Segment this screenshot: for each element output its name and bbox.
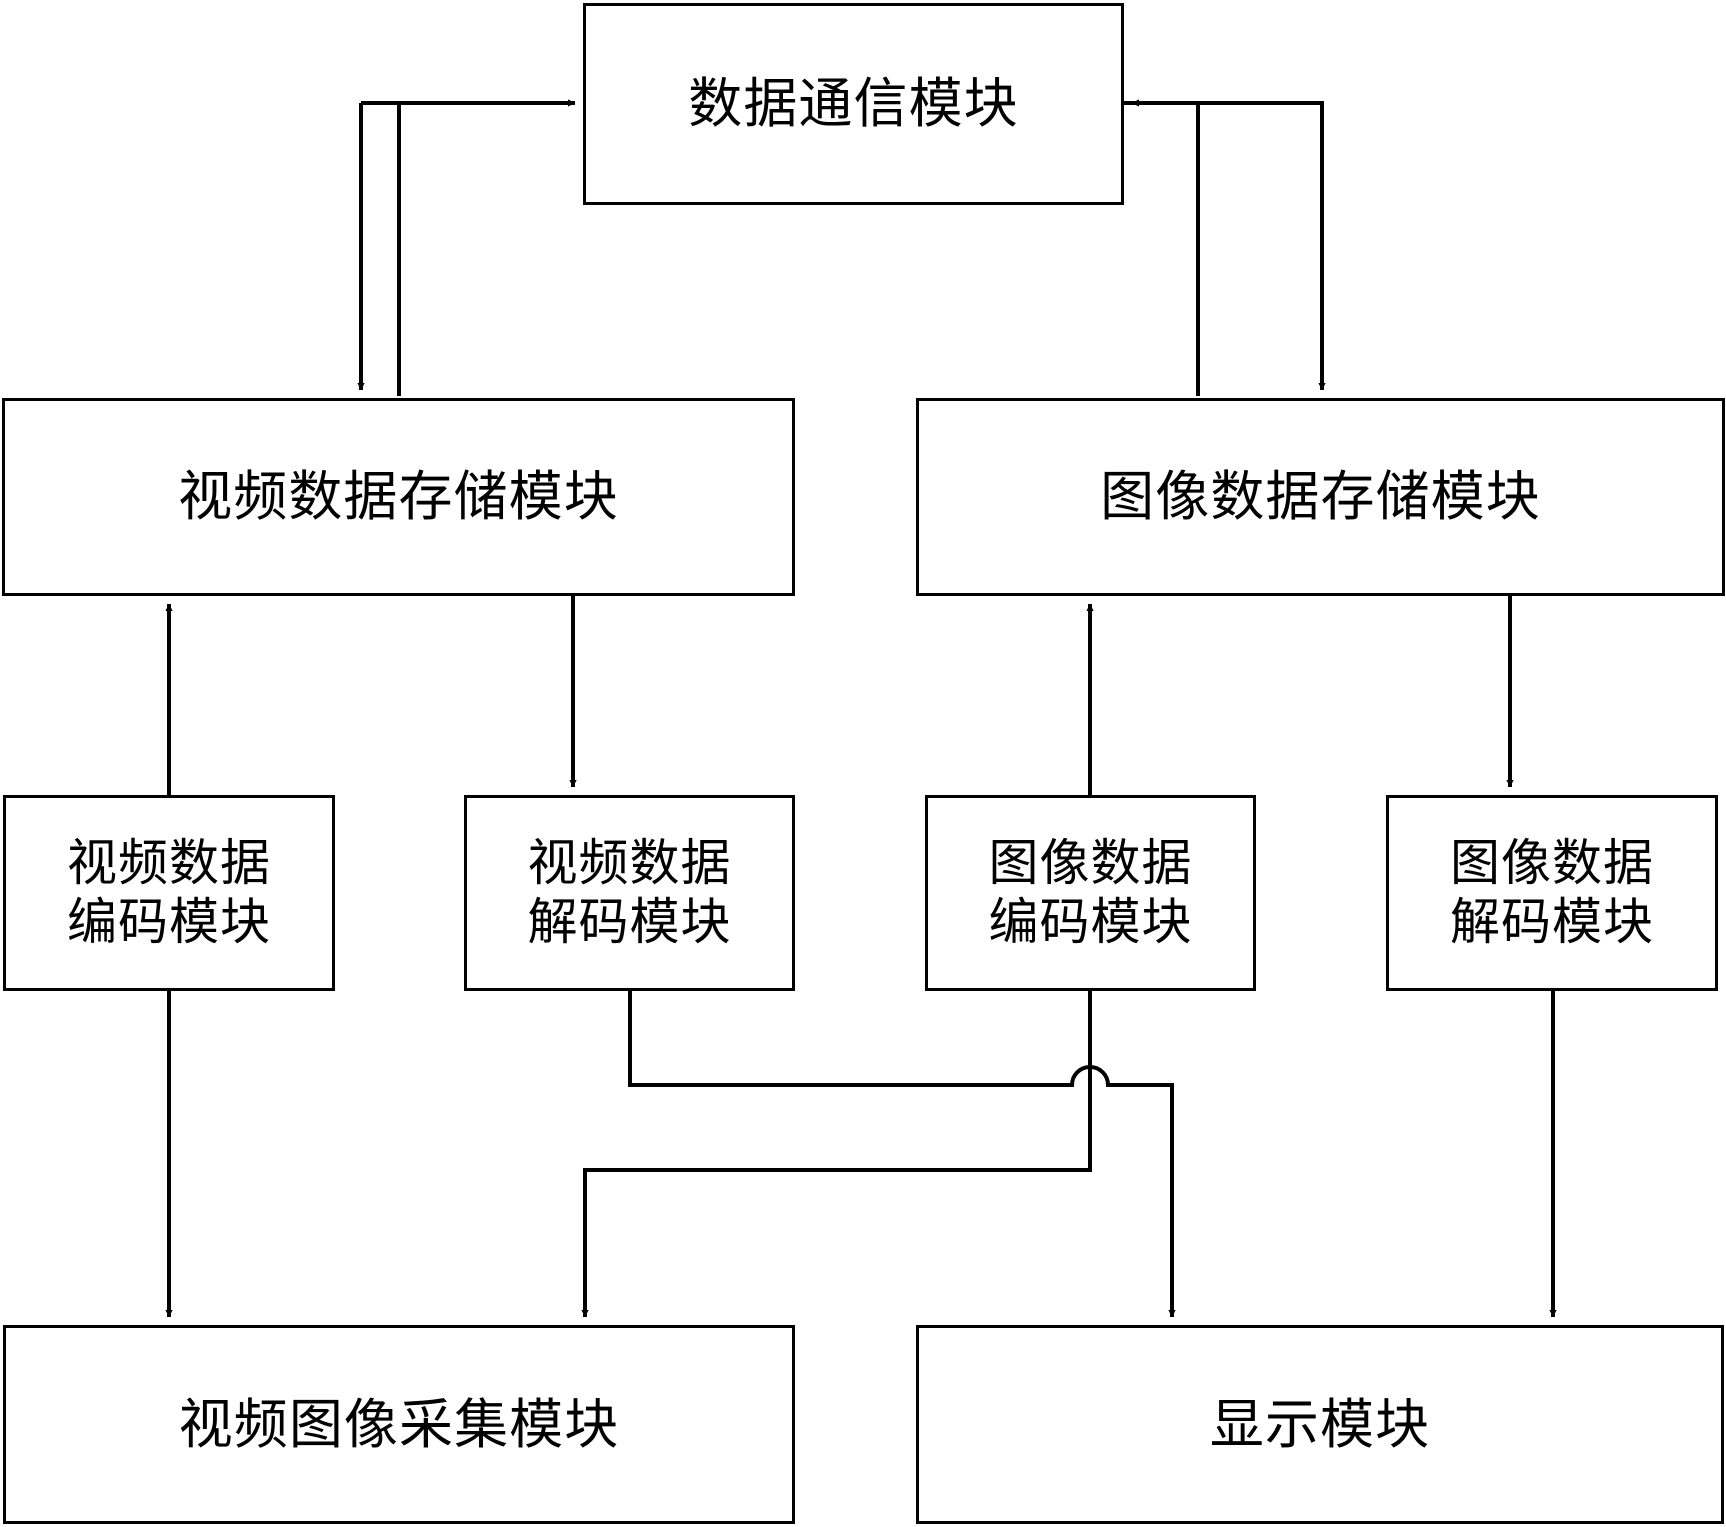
- node-image-data-decoding-module[interactable]: 图像数据 解码模块: [1386, 795, 1718, 991]
- node-label-data-communication-module: 数据通信模块: [688, 72, 1019, 136]
- node-label-display-module: 显示模块: [1209, 1392, 1431, 1456]
- node-video-image-acquisition-module[interactable]: 视频图像采集模块: [3, 1325, 795, 1524]
- node-video-data-storage-module[interactable]: 视频数据存储模块: [2, 398, 795, 596]
- node-video-data-decoding-module[interactable]: 视频数据 解码模块: [464, 795, 795, 991]
- node-data-communication-module[interactable]: 数据通信模块: [583, 3, 1124, 205]
- node-label-video-data-storage-module: 视频数据存储模块: [178, 465, 619, 529]
- node-label-image-data-decoding-module: 图像数据 解码模块: [1450, 834, 1654, 951]
- node-label-image-data-storage-module: 图像数据存储模块: [1100, 465, 1541, 529]
- node-image-data-storage-module[interactable]: 图像数据存储模块: [916, 398, 1725, 596]
- node-label-video-data-decoding-module: 视频数据 解码模块: [527, 834, 732, 951]
- node-display-module[interactable]: 显示模块: [916, 1325, 1724, 1524]
- edge-video-decoding-to-display: [628, 991, 1176, 1318]
- edge-video-storage-to-communication: [397, 99, 576, 396]
- node-video-data-encoding-module[interactable]: 视频数据 编码模块: [3, 795, 335, 991]
- node-label-video-data-encoding-module: 视频数据 编码模块: [67, 834, 271, 951]
- edge-image-encoding-to-acquisition: [581, 991, 1092, 1318]
- edge-communication-to-image-storage: [1124, 101, 1326, 391]
- node-image-data-encoding-module[interactable]: 图像数据 编码模块: [925, 795, 1256, 991]
- node-label-video-image-acquisition-module: 视频图像采集模块: [178, 1392, 620, 1456]
- node-label-image-data-encoding-module: 图像数据 编码模块: [988, 834, 1193, 951]
- edge-image-storage-to-communication: [1131, 99, 1200, 396]
